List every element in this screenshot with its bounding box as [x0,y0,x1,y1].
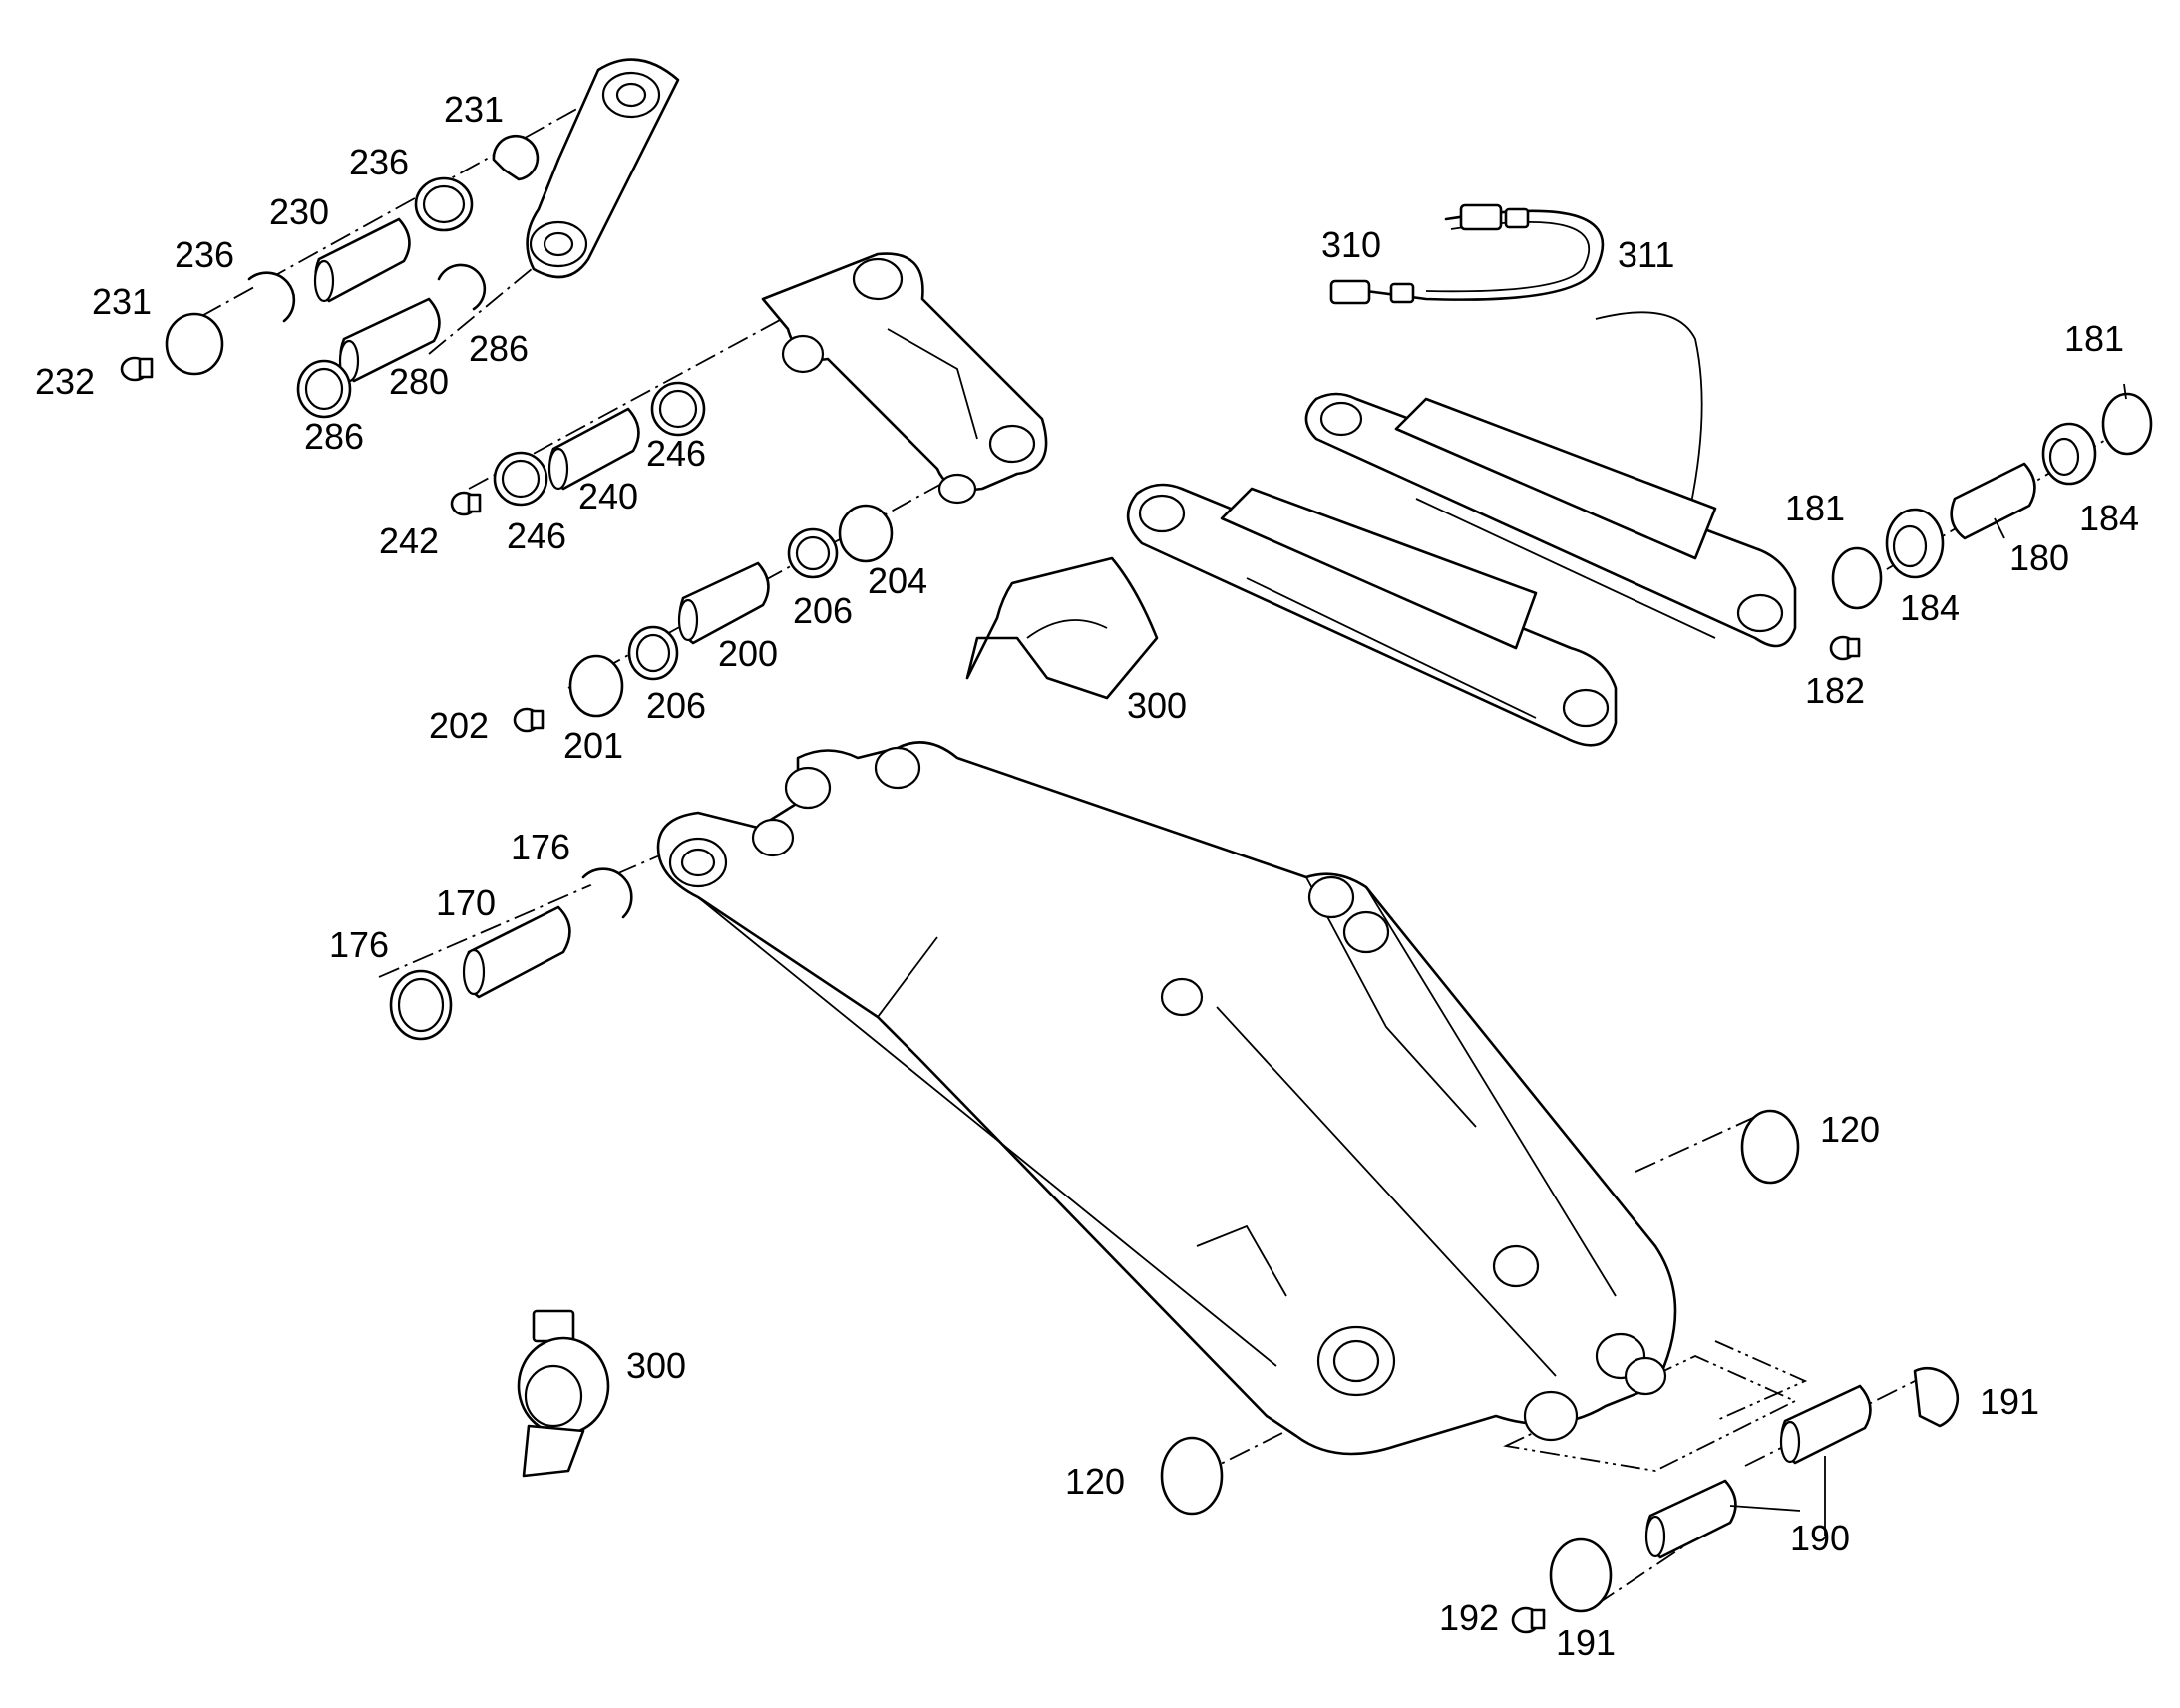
callout-120: 120 [1065,1461,1125,1502]
callout-202: 202 [429,705,489,746]
main-boom-frame [656,741,1677,1456]
callout-192: 192 [1439,1597,1499,1638]
ring-236-left [247,271,296,323]
ring-246-right [650,381,706,437]
callout-182: 182 [1805,670,1865,711]
ring-246-left [493,451,548,507]
callout-190: 190 [1790,1518,1850,1558]
fitting-311-end [1459,203,1530,231]
callout-300: 300 [1127,685,1187,726]
ring-286-left [296,359,352,419]
pin-240 [547,407,640,491]
pin-200 [677,561,770,645]
callout-204: 204 [868,560,927,601]
callout-206: 206 [646,685,706,726]
callout-280: 280 [389,361,449,402]
callout-184: 184 [1900,587,1960,628]
callout-311: 311 [1618,234,1674,275]
callout-231: 231 [92,281,152,322]
ring-176-right [581,867,633,919]
pin-190-left [1644,1479,1737,1559]
callout-201: 201 [563,725,623,766]
ring-176-left [389,969,453,1041]
bolt-202 [513,707,545,733]
cylinder-upper [1304,392,1797,648]
ring-206-right [787,527,839,579]
pin-190-right [1779,1384,1872,1465]
fitting-310 [1329,279,1415,305]
callout-191: 191 [1980,1381,2039,1422]
callout-184: 184 [2079,498,2139,538]
plate-181-left [1831,546,1883,610]
callout-200: 200 [718,633,778,674]
middle-link-frame [761,252,1048,505]
callout-120: 120 [1820,1109,1880,1150]
plate-231-left [165,312,224,376]
callout-246: 246 [507,515,566,556]
callout-labels: 231 236 230 236 231 232 286 280 286 246 … [35,89,2139,1663]
bolt-182 [1829,635,1861,661]
callout-181: 181 [1785,488,1845,528]
pin-230 [313,217,411,303]
callout-180: 180 [2009,537,2069,578]
callout-170: 170 [436,882,496,923]
seal-184-left [1885,508,1945,579]
callout-176: 176 [329,924,389,965]
ring-236-top [414,176,474,232]
bolt-192 [1511,1606,1546,1634]
pin-170 [462,905,571,999]
callout-310: 310 [1321,224,1381,265]
upper-link-arm [526,58,680,279]
plate-120-right [1740,1109,1800,1185]
callout-231: 231 [444,89,504,130]
callout-176: 176 [511,827,570,867]
callout-232: 232 [35,361,95,402]
callout-236: 236 [349,142,409,182]
leader-lines [1729,383,2127,1536]
washer-231-top [492,134,540,181]
hose-311 [1364,209,1605,301]
callout-206: 206 [793,590,853,631]
callout-191: 191 [1556,1622,1616,1663]
callout-246: 246 [646,433,706,474]
callout-286: 286 [469,328,529,369]
cover-300-top [965,556,1159,700]
seal-184-right [2041,422,2097,486]
callout-242: 242 [379,520,439,561]
plate-191-right [1913,1367,1959,1428]
plate-120-bottom [1160,1436,1224,1516]
plate-201 [568,654,624,718]
callout-230: 230 [269,191,329,232]
plate-204 [838,504,894,563]
callout-181: 181 [2064,318,2124,359]
callout-236: 236 [175,234,234,275]
plate-181-top [2101,392,2153,456]
sensor-300-bottom [517,1309,610,1478]
callout-300: 300 [626,1345,686,1386]
ring-286-right [437,263,487,311]
cylinder-lower [1126,483,1618,747]
bolt-232 [120,356,154,382]
ring-206-left [627,625,679,681]
plate-191-bottom [1549,1537,1613,1613]
bolt-242 [450,491,482,516]
callout-240: 240 [578,476,638,516]
pin-180 [1950,462,2036,540]
callout-286: 286 [304,416,364,457]
